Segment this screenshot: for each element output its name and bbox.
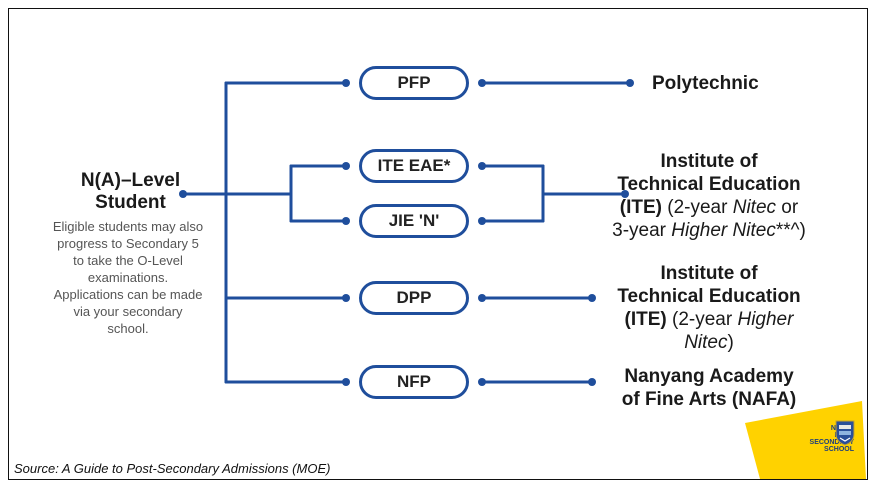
- outcome-polytechnic: Polytechnic: [652, 73, 759, 94]
- connector-dot: [342, 217, 350, 225]
- outcome-ite-nitec-line4: 3-year Higher Nitec**^): [600, 219, 818, 242]
- connector-dot: [478, 378, 486, 386]
- pathway-dpp: DPP: [359, 281, 469, 315]
- outcome-nafa: Nanyang Academy of Fine Arts (NAFA): [600, 365, 818, 411]
- origin-note: Eligible students may also progress to S…: [52, 219, 204, 336]
- qualification-text: Higher: [737, 309, 794, 330]
- qualification-text: Nitec: [732, 197, 777, 218]
- connector-dot: [626, 79, 634, 87]
- origin-title-line1: N(A)–Level: [80, 170, 181, 191]
- ite-label: (ITE): [619, 197, 662, 218]
- school-name-line3: SECONDARY: [809, 439, 854, 446]
- connector-text: or: [776, 197, 799, 218]
- duration-text: 3-year: [612, 220, 672, 241]
- pathway-ite-eae: ITE EAE*: [359, 149, 469, 183]
- pathway-nfp: NFP: [359, 365, 469, 399]
- connector-dot: [588, 378, 596, 386]
- connector-dot: [478, 294, 486, 302]
- outcome-ite-nitec-line1: Institute of: [660, 151, 758, 172]
- ite-label: (ITE): [624, 309, 667, 330]
- outcome-ite-higher-line1: Institute of: [660, 263, 758, 284]
- school-name-line4: SCHOOL: [824, 446, 854, 453]
- outcome-nafa-line1: Nanyang Academy: [624, 366, 794, 387]
- connector-dot: [621, 190, 629, 198]
- duration-text: (2-year: [666, 309, 738, 330]
- outcome-nafa-line2: of Fine Arts (NAFA): [621, 389, 797, 410]
- connector-dot: [478, 162, 486, 170]
- outcome-ite-nitec-line2: Technical Education: [617, 174, 801, 195]
- qualification-text: Higher Nitec: [671, 220, 776, 241]
- connector-dot: [342, 378, 350, 386]
- origin-title: N(A)–Level Student: [43, 170, 218, 214]
- closing-paren: ): [727, 332, 734, 353]
- outcome-ite-higher-line4: Nitec): [600, 331, 818, 354]
- connector-dot: [342, 162, 350, 170]
- qualification-text: Nitec: [684, 332, 728, 353]
- shield-crest-icon: [835, 420, 855, 446]
- outcome-ite-higher-line3: (ITE) (2-year Higher: [600, 308, 818, 331]
- outcome-ite-higher-nitec: Institute of Technical Education (ITE) (…: [600, 262, 818, 354]
- connector-dot: [478, 217, 486, 225]
- footnote-mark: **^): [775, 220, 806, 241]
- source-caption: Source: A Guide to Post-Secondary Admiss…: [14, 461, 331, 476]
- outcome-ite-nitec-line3: (ITE) (2-year Nitec or: [600, 196, 818, 219]
- connector-dot: [179, 190, 187, 198]
- connector-dot: [342, 79, 350, 87]
- pathway-pfp: PFP: [359, 66, 469, 100]
- outcome-ite-nitec: Institute of Technical Education (ITE) (…: [600, 150, 818, 242]
- page-frame: [8, 8, 868, 480]
- connector-dot: [342, 294, 350, 302]
- connector-dot: [478, 79, 486, 87]
- outcome-ite-higher-line2: Technical Education: [617, 286, 801, 307]
- origin-title-line2: Student: [95, 192, 166, 213]
- duration-text: (2-year: [661, 197, 733, 218]
- pathway-jie-n: JIE 'N': [359, 204, 469, 238]
- connector-dot: [588, 294, 596, 302]
